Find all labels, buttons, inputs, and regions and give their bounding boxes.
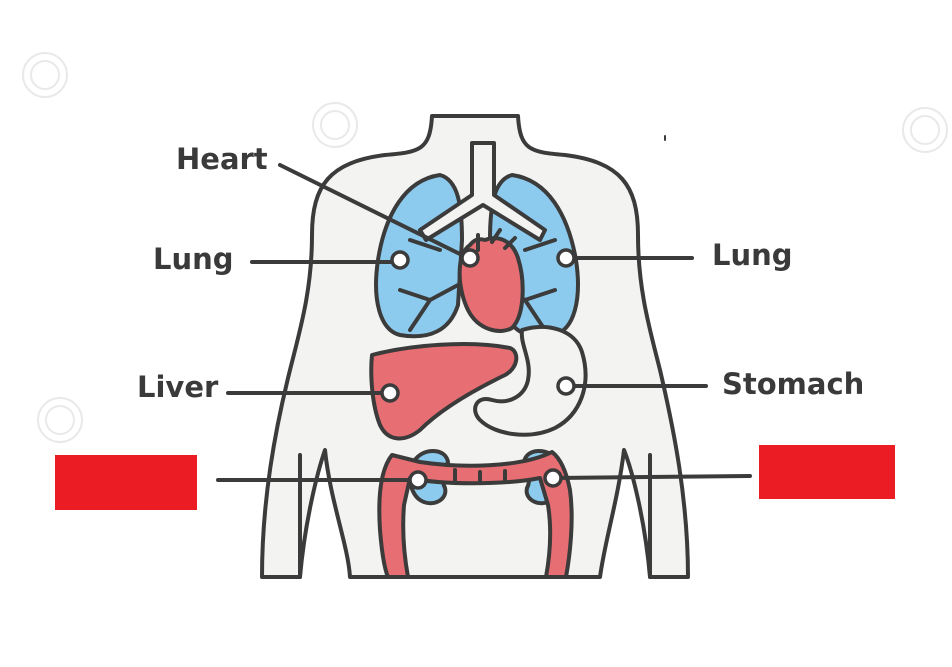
label-lung-right: Lung xyxy=(712,238,793,272)
hidden-label-box-right xyxy=(759,445,895,499)
label-heart: Heart xyxy=(176,142,268,176)
lung-right-dot xyxy=(556,248,576,268)
liver xyxy=(369,342,519,441)
stomach-dot xyxy=(556,376,576,396)
label-lung-left: Lung xyxy=(153,242,234,276)
liver-dot xyxy=(380,383,400,403)
leader-lines xyxy=(216,163,752,482)
heart-dot xyxy=(460,248,480,268)
lung-left-dot xyxy=(390,250,410,270)
kidney-right-dot xyxy=(543,468,563,488)
label-stomach: Stomach xyxy=(722,367,864,401)
stomach xyxy=(473,325,588,437)
heart xyxy=(457,228,525,333)
kidney-left-dot xyxy=(408,470,428,490)
intestines xyxy=(377,450,574,579)
label-liver: Liver xyxy=(137,370,219,404)
pointer-dots xyxy=(380,248,576,490)
hidden-label-box-left xyxy=(55,455,197,510)
trachea xyxy=(418,141,547,242)
labels: Heart Lung Lung Liver Stomach xyxy=(137,142,864,404)
